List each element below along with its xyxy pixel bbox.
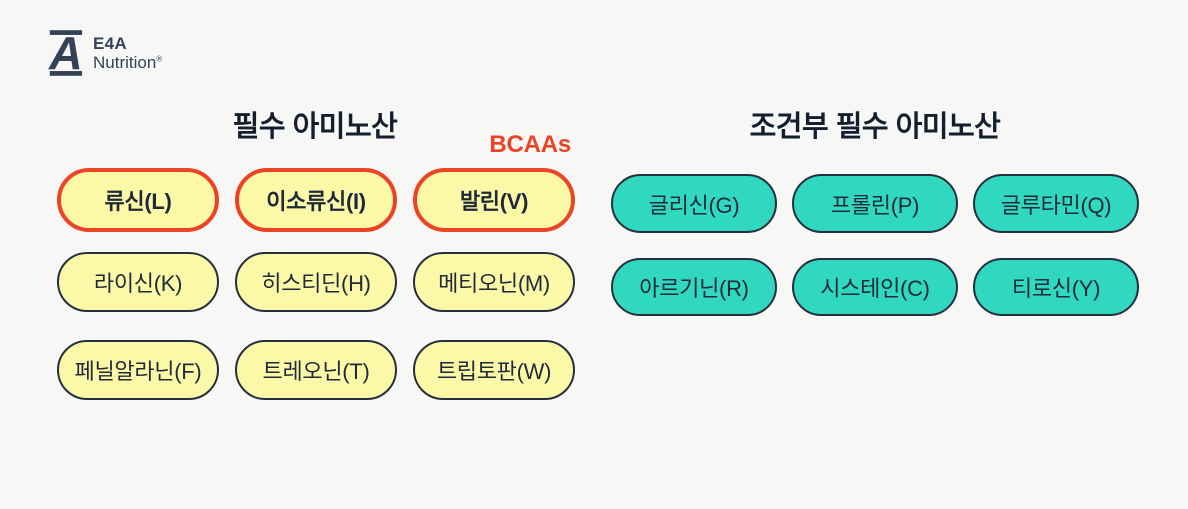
- amino-pill-threonine: 트레오닌(T): [235, 340, 397, 400]
- registered-trademark-symbol: ®: [156, 54, 163, 64]
- amino-pill-label: 글리신(G): [648, 192, 740, 218]
- essential-row-3: 페닐알라닌(F) 트레오닌(T) 트립토판(W): [57, 340, 575, 400]
- amino-pill-label: 트레오닌(T): [262, 359, 370, 384]
- amino-pill-label: 프롤린(P): [830, 192, 920, 218]
- brand-wordmark: E4A Nutrition®: [93, 35, 162, 71]
- amino-pill-label: 트립토판(W): [436, 359, 552, 384]
- amino-pill-phenylalanine: 페닐알라닌(F): [57, 340, 219, 400]
- essential-row-2: 라이신(K) 히스티딘(H) 메티오닌(M): [57, 252, 575, 312]
- amino-pill-tryptophan: 트립토판(W): [413, 340, 575, 400]
- brand-name-top: E4A: [93, 34, 127, 53]
- amino-pill-label: 히스티딘(H): [261, 271, 371, 296]
- amino-pill-tyrosine: 티로신(Y): [973, 258, 1139, 316]
- essential-amino-acids-title: 필수 아미노산: [232, 111, 398, 143]
- conditional-row-1: 글리신(G) 프롤린(P) 글루타민(Q): [611, 174, 1139, 233]
- brand-name-bottom: Nutrition®: [93, 53, 163, 72]
- amino-pill-methionine: 메티오닌(M): [413, 252, 575, 312]
- conditionally-essential-amino-acids-title: 조건부 필수 아미노산: [749, 111, 1001, 143]
- bcaas-label: BCAAs: [489, 131, 571, 158]
- essential-row-bcaas: 류신(L) 이소류신(I) 발린(V): [57, 168, 575, 232]
- amino-pill-valine: 발린(V): [413, 168, 575, 232]
- brand-logo: A E4A Nutrition®: [46, 28, 162, 78]
- amino-pill-glutamine: 글루타민(Q): [973, 174, 1139, 233]
- amino-pill-label: 이소류신(I): [266, 189, 366, 214]
- amino-pill-cysteine: 시스테인(C): [792, 258, 958, 316]
- svg-text:A: A: [48, 28, 83, 78]
- amino-pill-histidine: 히스티딘(H): [235, 252, 397, 312]
- amino-pill-label: 류신(L): [104, 189, 172, 214]
- amino-pill-arginine: 아르기닌(R): [611, 258, 777, 316]
- amino-pill-label: 페닐알라닌(F): [74, 359, 202, 384]
- amino-pill-label: 티로신(Y): [1011, 276, 1101, 301]
- amino-pill-lysine: 라이신(K): [57, 252, 219, 312]
- e4a-logo-icon: A: [48, 28, 83, 78]
- amino-pill-leucine: 류신(L): [57, 168, 219, 232]
- amino-pill-label: 발린(V): [459, 189, 529, 214]
- amino-pill-glycine: 글리신(G): [611, 174, 777, 233]
- amino-pill-label: 글루타민(Q): [1000, 192, 1112, 218]
- amino-pill-label: 라이신(K): [93, 271, 183, 296]
- amino-pill-proline: 프롤린(P): [792, 174, 958, 233]
- amino-pill-isoleucine: 이소류신(I): [235, 168, 397, 232]
- conditional-row-2: 아르기닌(R) 시스테인(C) 티로신(Y): [611, 258, 1139, 316]
- amino-pill-label: 시스테인(C): [820, 276, 930, 301]
- amino-pill-label: 메티오닌(M): [438, 271, 550, 296]
- amino-pill-label: 아르기닌(R): [639, 276, 749, 301]
